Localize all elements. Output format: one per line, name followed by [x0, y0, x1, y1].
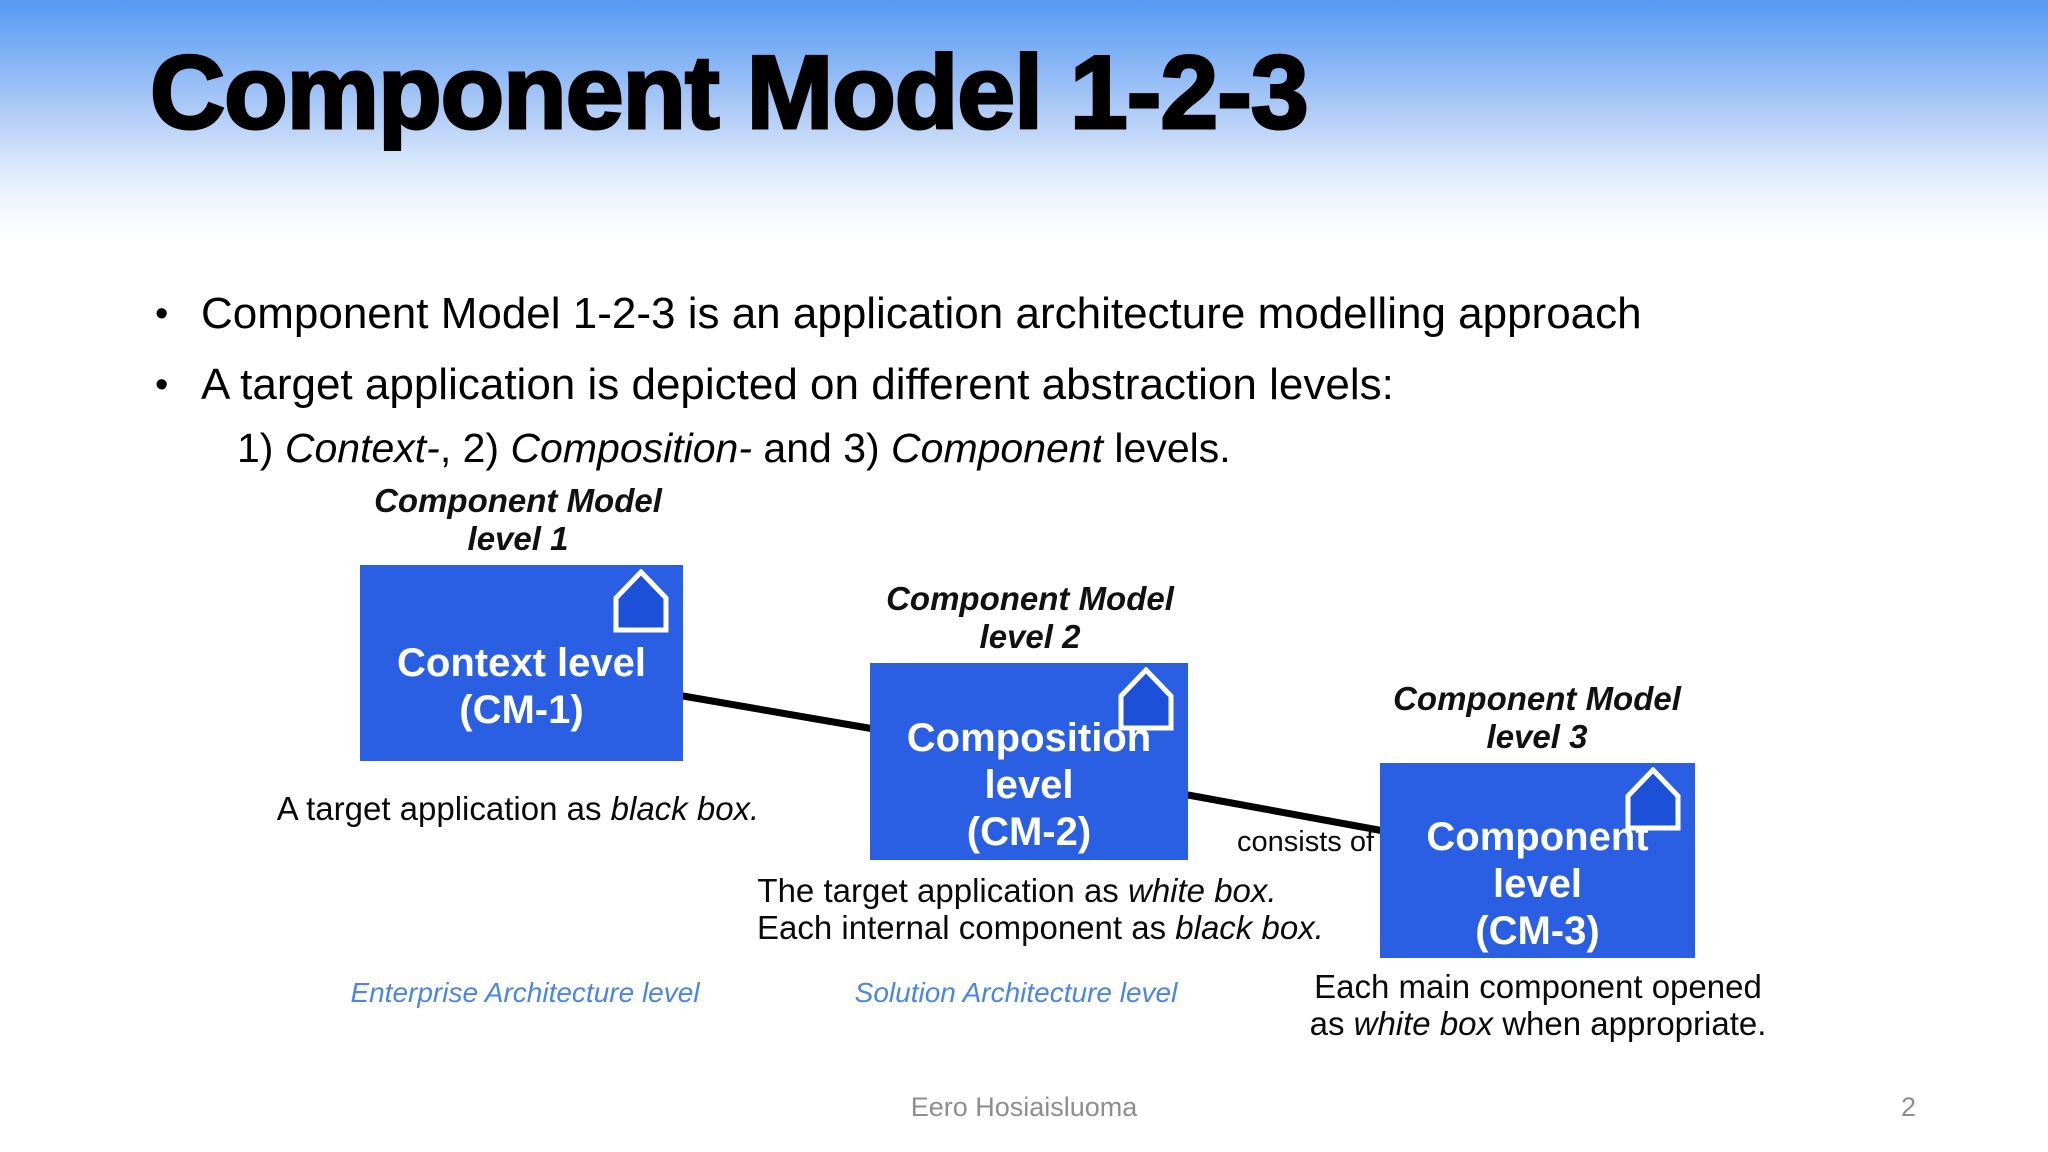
cm3-heading-line2: level 3: [1486, 718, 1588, 755]
cm3-caption-line2: as white box when appropriate.: [1309, 1005, 1767, 1042]
cm1-heading: Component Model level 1: [318, 482, 718, 558]
cm1-heading-line2: level 1: [467, 520, 569, 557]
cm2-box-line2: (CM-2): [966, 810, 1092, 854]
cm2-caption-line1: The target application as white box.: [757, 872, 1277, 909]
bullet-marker: •: [155, 364, 169, 406]
footer-author: Eero Hosiaisluoma: [910, 1092, 1138, 1122]
home-icon: [613, 569, 669, 633]
cm2-box-label: Composition level (CM-2): [870, 715, 1188, 856]
cm3-caption-line1: Each main component opened: [1314, 968, 1762, 1005]
cm3-box: Component level (CM-3): [1380, 763, 1695, 958]
cm1-heading-line1: Component Model: [374, 482, 662, 519]
cm2-box: Composition level (CM-2): [870, 663, 1188, 860]
cm3-box-line1: Component level: [1426, 815, 1649, 906]
bullet-text: Component Model 1-2-3 is an application …: [201, 289, 1642, 338]
bullet-text: A target application is depicted on diff…: [201, 360, 1394, 409]
bullet-subline: 1) Context-, 2) Composition- and 3) Comp…: [237, 425, 1231, 471]
cm3-box-line2: (CM-3): [1475, 909, 1600, 953]
cm1-box-label: Context level (CM-1): [397, 640, 646, 734]
connector-label: consists of: [1237, 826, 1374, 858]
cm1-box-line1: Context level: [397, 641, 646, 685]
cm3-heading: Component Model level 3: [1337, 680, 1737, 756]
home-icon: [1118, 667, 1174, 731]
cm2-caption: The target application as white box. Eac…: [757, 872, 1324, 946]
cm1-box: Context level (CM-1): [360, 565, 683, 761]
cm1-caption: A target application as black box.: [276, 790, 760, 827]
cm3-box-label: Component level (CM-3): [1380, 814, 1695, 955]
bullet-item: • Component Model 1-2-3 is an applicatio…: [155, 288, 1642, 340]
cm2-architecture-label: Solution Architecture level: [854, 977, 1178, 1008]
cm3-heading-line1: Component Model: [1393, 680, 1681, 717]
page-title: Component Model 1-2-3: [149, 34, 1311, 153]
home-icon: [1625, 767, 1681, 831]
bullet-marker: •: [155, 293, 169, 335]
bullet-item: • A target application is depicted on di…: [155, 359, 1394, 411]
header-gradient-band: [0, 0, 2048, 240]
cm1-box-line2: (CM-1): [459, 688, 584, 732]
cm2-heading-line1: Component Model: [886, 580, 1174, 617]
cm1-architecture-label: Enterprise Architecture level: [350, 977, 700, 1008]
footer-page-number: 2: [1900, 1092, 1916, 1122]
cm3-caption: Each main component opened as white box …: [1278, 968, 1798, 1042]
cm2-heading-line2: level 2: [979, 618, 1081, 655]
cm2-heading: Component Model level 2: [830, 580, 1230, 656]
connector-line-cm1-cm2: [679, 692, 878, 733]
cm2-caption-line2: Each internal component as black box.: [757, 909, 1324, 946]
cm2-box-line1: Composition level: [906, 716, 1152, 807]
